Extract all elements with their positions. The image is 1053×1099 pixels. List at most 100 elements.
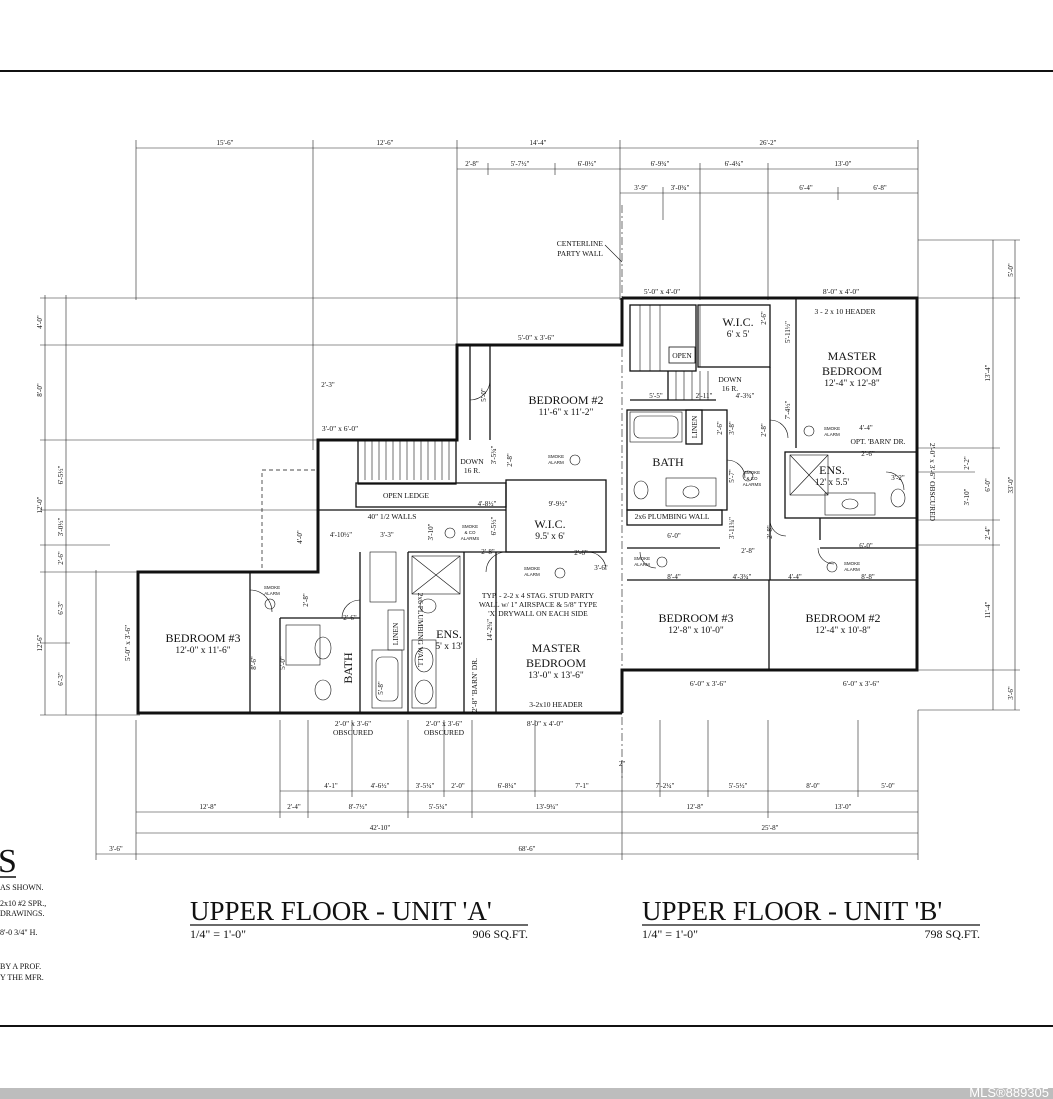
inner-dim-a-17: 5'-0" — [279, 656, 287, 670]
room-b-wic: W.I.C. — [722, 315, 753, 329]
inner-dim-b-20: 8'-8" — [861, 573, 875, 581]
room-a-wic-size: 9.5' x 6' — [535, 532, 565, 542]
unit-a-scale: 1/4" = 1'-0" — [190, 927, 246, 941]
room-b-bedroom2-size: 12'-4" x 10'-8" — [815, 626, 871, 636]
inner-dim-b-17: 8'-4" — [667, 573, 681, 581]
bottom-dim-4: 2'-0" — [451, 782, 465, 790]
inner-dim-b-22: 3'-2" — [891, 474, 905, 482]
left-dim-4: 12'-0" — [36, 496, 44, 513]
top-dim-5: 2'-8" — [465, 160, 479, 168]
inner-dim-b-19: 4'-4" — [788, 573, 802, 581]
top-dim-12: 3'-0¾" — [671, 184, 690, 192]
inner-dim-a-18: 8'-6" — [250, 656, 258, 670]
room-b-bedroom2: BEDROOM #2 — [805, 611, 880, 625]
note-line-5: BY A PROF. — [0, 962, 41, 971]
unit-b-scale: 1/4" = 1'-0" — [642, 927, 698, 941]
barn-door-a: 2'-8" 'BARN' DR. — [470, 658, 479, 712]
smoke-label-b1: SMOKE — [824, 426, 840, 431]
top-dim-9: 6'-4¼" — [725, 160, 744, 168]
room-a-wic: W.I.C. — [534, 517, 565, 531]
alarm-label-b2: ALARM — [634, 562, 650, 567]
inner-dim-b-5: 5'-11½" — [784, 321, 792, 343]
bottom-dim-16: 12'-8" — [687, 803, 704, 811]
unit-a-smoke-alarms — [264, 454, 581, 610]
unit-b-area: 798 SQ.FT. — [925, 927, 980, 941]
bottom-dim-7: 7'-2¼" — [656, 782, 675, 790]
inner-dim-b-4: 7'-4½" — [784, 401, 792, 420]
bottom-dim-5: 6'-8¼" — [498, 782, 517, 790]
bottom-dimensions — [95, 570, 919, 860]
inner-dim-a-14: 4'-0" — [296, 530, 304, 544]
smoke-co-label-b-3: ALARMS — [743, 482, 762, 487]
centerline-label: CENTERLINE — [557, 239, 604, 248]
top-dim-7: 6'-0½" — [578, 160, 597, 168]
room-a-master-2: BEDROOM — [526, 656, 586, 670]
bottom-dim-17: 13'-0" — [835, 803, 852, 811]
right-dim-4: 6'-0" — [984, 478, 992, 492]
inner-dim-a-19: 5'-8" — [377, 681, 385, 695]
room-b-ensuite-size: 12' x 5.5' — [815, 478, 850, 488]
unit-b-smoke-alarms — [656, 425, 838, 573]
unit-b-exterior-wall — [620, 296, 919, 713]
inner-dim-b-14: 2'-8" — [766, 525, 774, 539]
opt-barn-door-b: OPT. 'BARN' DR. — [850, 437, 905, 446]
room-a-bedroom2-size: 11'-6" x 11'-2" — [539, 408, 594, 418]
smoke-label-b2: SMOKE — [634, 556, 650, 561]
unit-b-title: UPPER FLOOR - UNIT 'B' — [642, 896, 942, 926]
room-b-bedroom3: BEDROOM #3 — [658, 611, 733, 625]
room-a-ensuite-size: 5' x 13' — [435, 642, 462, 652]
inner-dim-a-6: 6'-5½" — [490, 517, 498, 536]
alarm-label-a1: ALARM — [548, 460, 564, 465]
right-dim-5: 33'-0" — [1007, 476, 1015, 493]
window-a-bed2: 5'-0" x 3'-6" — [518, 333, 554, 342]
open-box — [668, 346, 696, 364]
right-dim-1: 5'-0" — [1007, 263, 1015, 277]
left-dim-8: 12'-6" — [36, 634, 44, 651]
window-b-top1: 5'-0" x 4'-0" — [644, 287, 680, 296]
unit-a-exterior-wall — [136, 298, 624, 715]
inner-dim-a-20: 14'-2¾" — [486, 619, 494, 641]
note-line-1: AS SHOWN. — [0, 883, 44, 892]
stair-risers-b: 16 R. — [722, 384, 738, 393]
note-line-4: 8'-0 3/4" H. — [0, 928, 37, 937]
bottom-dim-3: 3'-5¼" — [416, 782, 435, 790]
left-dim-6: 2'-6" — [57, 551, 65, 565]
left-dimensions — [40, 295, 620, 716]
watermark-bar — [0, 1088, 1053, 1099]
alarm-label-b3: ALARM — [844, 567, 860, 572]
unit-b-stair — [639, 305, 709, 400]
inner-dim-a-3: 3'-5¾" — [490, 446, 498, 465]
inner-dim-a-7: 3'-10" — [427, 523, 435, 540]
inner-dim-a-10: 2'-8" — [481, 548, 495, 556]
inner-dim-b-1: 5'-5" — [649, 392, 663, 400]
smoke-co-label-a-2: & CO — [464, 530, 476, 535]
unit-a-area: 906 SQ.FT. — [473, 927, 528, 941]
left-dim-3: 6'-5½" — [57, 466, 65, 485]
header-a: 3-2x10 HEADER — [529, 700, 583, 709]
unit-a-stair — [364, 440, 450, 480]
right-dim-3: 2'-2" — [963, 456, 971, 470]
half-walls-label: 40" 1/2 WALLS — [368, 512, 417, 521]
inner-dim-a-12: 2'-6" — [574, 549, 588, 557]
room-b-master-2: BEDROOM — [822, 364, 882, 378]
alarm-label-b1: ALARM — [824, 432, 840, 437]
top-dim-4: 26'-2" — [760, 139, 777, 147]
top-dim-13: 6'-4" — [799, 184, 813, 192]
inner-dim-b-23: 3'-10" — [963, 488, 971, 505]
inner-dim-b-10: 5'-7" — [728, 469, 736, 483]
party-wall-label: PARTY WALL — [557, 249, 603, 258]
room-a-bath: BATH — [341, 652, 355, 684]
inner-dim-b-12: 6'-0" — [667, 532, 681, 540]
smoke-co-label-a-3: ALARMS — [461, 536, 480, 541]
bottom-dim-20: 3'-6" — [109, 845, 123, 853]
top-dimensions — [135, 140, 919, 450]
top-dim-1: 15'-6" — [217, 139, 234, 147]
roof-overhang-dashed — [261, 469, 318, 568]
window-a-master: 8'-0" x 4'-0" — [527, 719, 563, 728]
inner-dim-a-15: 2'-8" — [302, 593, 310, 607]
unit-b-door-swings — [639, 419, 905, 569]
bottom-dim-19: 25'-8" — [762, 824, 779, 832]
note-line-6: Y THE MFR. — [0, 973, 44, 982]
room-a-ensuite: ENS. — [436, 627, 462, 641]
